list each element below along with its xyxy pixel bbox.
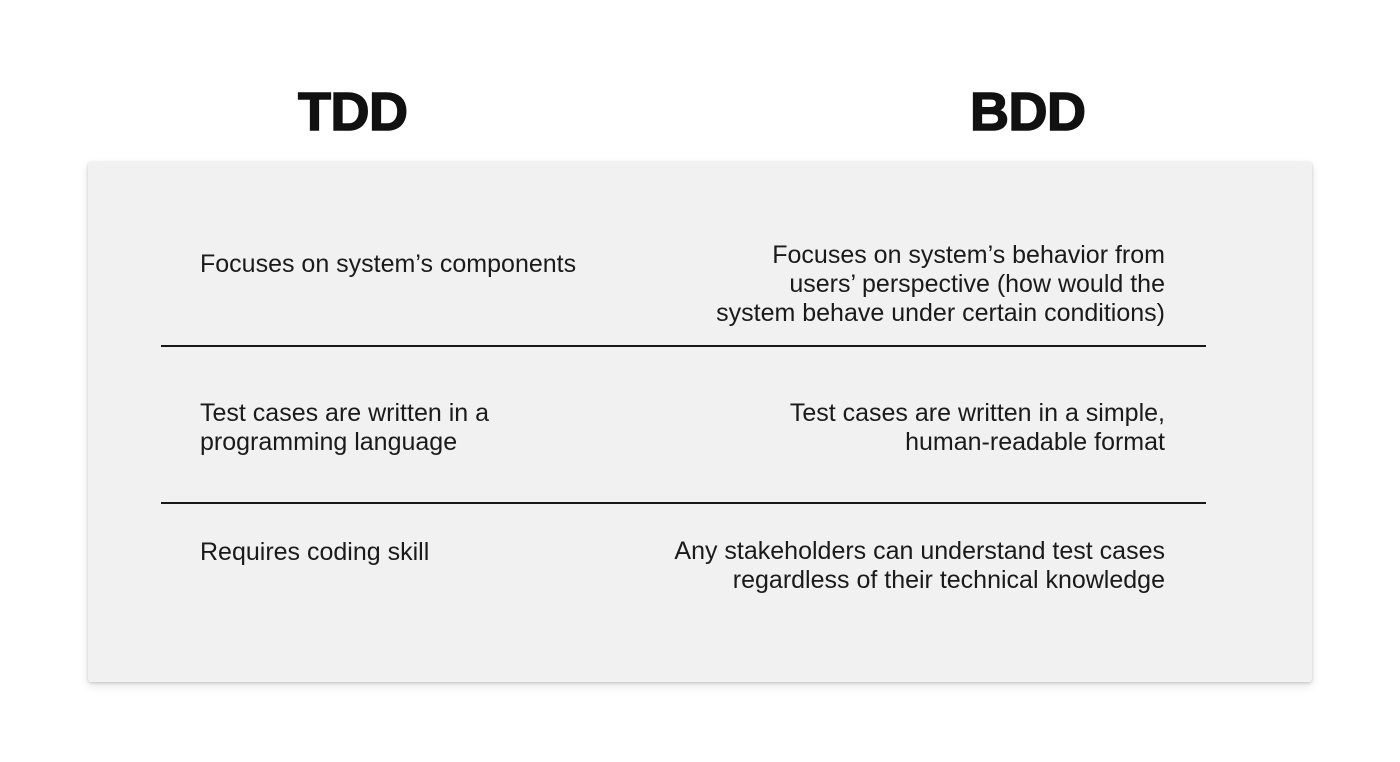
column-header-bdd: BDD	[969, 82, 1086, 142]
row2-tdd-cell: Test cases are written in a programming …	[161, 347, 600, 504]
comparison-card: Focuses on system’s components Focuses o…	[88, 162, 1312, 682]
row1-bdd-cell: Focuses on system’s behavior from users’…	[599, 162, 1206, 347]
comparison-table: Focuses on system’s components Focuses o…	[161, 162, 1206, 682]
row2-bdd-cell: Test cases are written in a simple, huma…	[599, 347, 1206, 504]
row1-tdd-cell: Focuses on system’s components	[161, 162, 600, 347]
row3-tdd-cell: Requires coding skill	[200, 538, 430, 566]
row3-bdd-cell: Any stakeholders can understand test cas…	[674, 537, 1165, 594]
column-header-tdd: TDD	[297, 82, 408, 142]
